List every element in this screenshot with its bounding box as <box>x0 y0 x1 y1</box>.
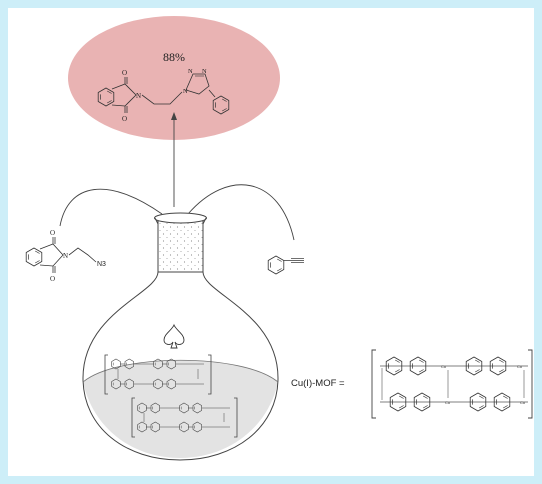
product-molecule: O O N N N N <box>97 68 230 123</box>
flask-body <box>82 271 279 461</box>
product-imide-nitrogen: N <box>136 92 141 100</box>
flask-neck <box>157 219 204 273</box>
flask-mouth <box>154 212 207 224</box>
product-nitrogen-2: N <box>188 68 193 75</box>
azide-group-label: N3 <box>97 261 106 268</box>
flask-mof-block-lower <box>131 397 238 438</box>
mof-label: Cu(I)-MOF = <box>291 378 345 389</box>
product-nitrogen-3: N <box>202 68 207 75</box>
reaction-scheme: 88% O O N N N N O O N <box>25 16 533 461</box>
azide-reactant: O O N N3 <box>25 229 106 283</box>
mof-copper-top-left: Cu <box>441 364 446 369</box>
product-oxygen-top: O <box>122 69 127 77</box>
product-nitrogen-1: N <box>183 88 188 95</box>
scheme-canvas: 88% O O N N N N O O N <box>8 8 534 476</box>
right-addition-arc <box>187 184 295 241</box>
phenylacetylene-reactant <box>267 255 304 275</box>
product-triazole-ring <box>185 73 210 95</box>
alkyne-benzene-ring <box>267 255 285 275</box>
product-imide-ring <box>111 83 137 107</box>
reaction-flask <box>82 212 279 461</box>
reaction-arrowhead <box>171 112 177 120</box>
azide-oxygen-bottom: O <box>50 275 55 283</box>
yield-label: 88% <box>163 50 185 64</box>
heating-symbol-icon <box>163 323 185 349</box>
mof-copper-bottom-right: Cu <box>520 400 525 405</box>
product-ethyl-linker <box>141 91 183 105</box>
azide-benzene-ring <box>25 247 43 267</box>
azide-oxygen-top: O <box>50 229 55 237</box>
azide-imide-nitrogen: N <box>63 252 68 260</box>
product-ellipse <box>68 16 280 140</box>
mof-copper-top-right: Cu <box>517 364 522 369</box>
product-oxygen-bottom: O <box>122 115 127 123</box>
mof-copper-bottom-left: Cu <box>445 400 450 405</box>
left-addition-arc <box>59 188 163 227</box>
flask-mof-block-upper <box>104 354 212 395</box>
mof-structure: Cu Cu Cu Cu <box>371 349 533 419</box>
flask-liquid <box>83 360 278 458</box>
